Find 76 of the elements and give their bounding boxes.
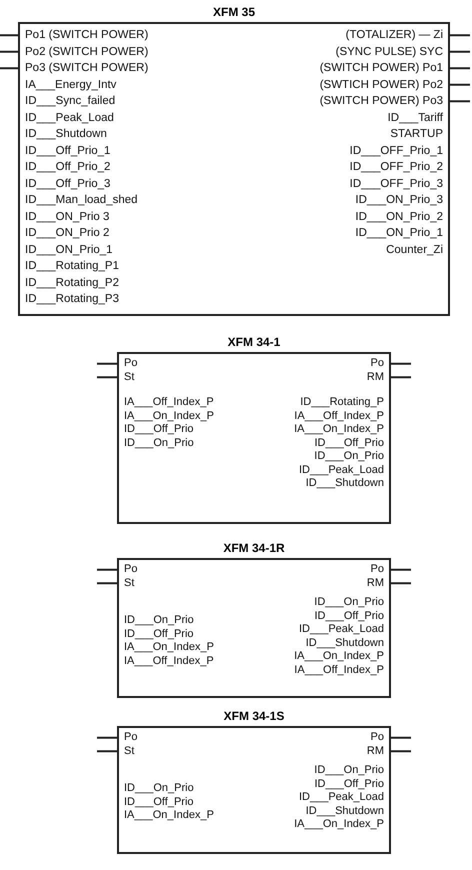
pin-label: ID___Rotating_P2 [25,276,119,290]
pin-label: IA___On_Index_P [294,423,384,436]
pin-label: IA___On_Index_P [124,641,214,654]
pin-label: (TOTALIZER) — Zi [346,28,443,43]
block-title: XFM 34-1S [222,709,286,723]
pin-label: Po [370,563,384,576]
pin-label: St [124,744,134,758]
pin-label: ID___On_Prio [314,450,384,464]
pin-label: RM [366,744,384,758]
pin-label: ID___Sync_failed [25,94,116,109]
pin-label: ID___ON_Prio 2 [25,226,110,241]
pin-label: RM [366,370,384,384]
pin-label: IA___Off_Index_P [294,410,384,423]
pin-label: Po [370,731,384,744]
pin-label: Counter_Zi [386,242,443,258]
pin-label: ID___Shutdown [306,804,384,818]
pin-label: ID___Shutdown [306,477,384,490]
pin-label: RM [366,576,384,590]
pin-label: IA___Off_Index_P [124,396,214,410]
pin-label: ID___Off_Prio_3 [25,176,110,192]
pin-label: IA___Off_Index_P [124,654,214,668]
pin-label: ID___Man_load_shed [25,193,138,208]
pin-label: ID___Rotating_P3 [25,292,119,307]
pin-label: (SWITCH POWER) Po3 [320,94,443,109]
pin-label: (SYNC PULSE) SYC [336,44,443,60]
pin-label: ID___Off_Prio [314,436,384,450]
pin-label: ID___ON_Prio_2 [355,210,443,224]
pin-label: ID___ON_Prio 3 [25,210,110,224]
pin-label: ID___Off_Prio_1 [25,144,110,158]
pin-label: ID___Peak_Load [298,464,384,477]
block-title: XFM 35 [212,5,256,19]
pin-label: St [124,370,134,384]
pin-label: ID___ON_Prio_1 [355,226,443,241]
pin-label: IA___On_Index_P [124,410,214,423]
pin-label: ID___OFF_Prio_3 [350,176,443,192]
pin-label: ID___Off_Prio [314,778,384,791]
pin-label: ID___On_Prio [314,596,384,610]
pin-label: Po2 (SWITCH POWER) [25,44,148,60]
pin-label: ID___Rotating_P1 [25,259,119,274]
pin-label: STARTUP [390,127,443,142]
pin-label: ID___ON_Prio_3 [355,193,443,208]
pin-label: Po [124,731,138,744]
pin-label: Po [370,357,384,370]
pin-label: ID___Tariff [388,110,443,126]
pin-label: ID___On_Prio [124,614,194,628]
pin-label: ID___Off_Prio [124,796,194,809]
pin-label: ID___Peak_Load [298,623,384,636]
pin-label: ID___Shutdown [306,636,384,650]
block-title: XFM 34-1R [222,541,286,555]
pin-label: Po3 (SWITCH POWER) [25,61,148,76]
pin-label: ID___Shutdown [25,127,107,142]
pin-label: ID___OFF_Prio_2 [350,160,443,175]
pin-label: IA___On_Index_P [294,650,384,664]
pin-label: IA___On_Index_P [294,818,384,832]
pin-label: Po [124,563,138,576]
pin-label: ID___On_Prio [124,436,194,450]
pin-label: ID___ON_Prio_1 [25,242,113,258]
pin-label: ID___Off_Prio [314,610,384,623]
pin-label: St [124,576,134,590]
pin-label: ID___On_Prio [314,764,384,778]
pin-label: ID___Off_Prio_2 [25,160,110,175]
pin-label: IA___Off_Index_P [294,664,384,677]
pin-label: ID___Off_Prio [124,628,194,641]
pin-label: IA___Energy_Intv [25,78,116,92]
pin-label: (SWITCH POWER) Po1 [320,61,443,76]
block-title: XFM 34-1 [226,335,282,349]
pin-label: Po1 (SWITCH POWER) [25,28,148,43]
pin-label: ID___On_Prio [124,782,194,796]
pin-label: IA___On_Index_P [124,809,214,822]
pin-label: Po [124,357,138,370]
pin-label: (SWTICH POWER) Po2 [320,78,443,92]
pin-label: ID___Peak_Load [298,791,384,804]
pin-label: ID___OFF_Prio_1 [350,144,443,158]
pin-label: ID___Peak_Load [25,110,114,126]
pin-label: ID___Off_Prio [124,423,194,436]
pin-label: ID___Rotating_P [300,396,384,410]
